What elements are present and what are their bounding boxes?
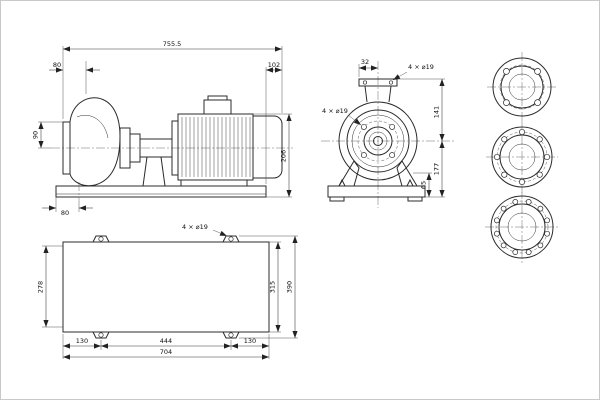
suction-bolt-hole [360, 152, 367, 159]
suction-bolt-hole [389, 152, 396, 159]
bearing-assembly [119, 127, 173, 187]
dim-label-32: 32 [361, 58, 369, 66]
front-view: 32 4 × ⌀19 4 × ⌀19 141 177 65 [321, 58, 456, 208]
baseplate-front [327, 178, 426, 202]
dim-label-315: 315 [269, 281, 277, 293]
dim-label-278: 278 [37, 281, 45, 293]
dim-label-206: 206 [280, 150, 288, 162]
dim-label-80-top: 80 [53, 61, 61, 69]
dim-label-90: 90 [32, 131, 40, 139]
plan-view: 4 × ⌀19 278 315 390 130 444 130 70 [37, 223, 298, 360]
baseplate-side [55, 182, 267, 201]
dim-label-704: 704 [160, 348, 172, 356]
motor-feet [180, 179, 248, 187]
motor-body [177, 113, 254, 181]
motor-fins [181, 117, 251, 177]
dim-label-141: 141 [433, 106, 441, 118]
dim-label-total-length: 755.5 [163, 40, 182, 48]
terminal-box [203, 99, 232, 115]
dim-label-177: 177 [433, 163, 441, 175]
motor-side [171, 95, 283, 187]
flange-view-top [487, 52, 557, 122]
plan-view-dimensions: 4 × ⌀19 278 315 390 130 444 130 70 [37, 223, 298, 360]
dim-label-80-bottom: 80 [61, 209, 69, 217]
terminal-box-lid [207, 95, 228, 101]
anchor-lug [406, 178, 414, 187]
holes-label-anchor: 4 × ⌀19 [182, 223, 208, 231]
dim-label-130-right: 130 [244, 337, 256, 345]
dim-label-65: 65 [420, 181, 428, 189]
volute-casing-side [69, 97, 121, 187]
volute-front [338, 101, 418, 181]
anchor-lug [338, 178, 346, 187]
shaft-end [373, 136, 383, 146]
front-view-dimensions: 32 4 × ⌀19 4 × ⌀19 141 177 65 [322, 58, 445, 198]
flange-bolt-hole [388, 80, 394, 85]
baseplate-plan [62, 241, 270, 333]
holes-label-suction: 4 × ⌀19 [322, 107, 348, 115]
anchor-tabs [92, 235, 240, 339]
dim-label-444: 444 [160, 337, 172, 345]
dim-label-390: 390 [286, 281, 294, 293]
bolt-circle [357, 120, 399, 162]
dim-label-130-left: 130 [76, 337, 88, 345]
suction-bolt-hole [360, 123, 367, 130]
side-view-dimensions: 755.5 80 102 90 206 80 [32, 40, 292, 217]
discharge-flange [358, 78, 398, 103]
flange-view-middle [486, 121, 558, 193]
side-view: 755.5 80 102 90 206 80 [32, 40, 293, 217]
support-foot [142, 156, 166, 187]
suction-bolt-hole [389, 123, 396, 130]
flange-view-bottom [485, 190, 559, 264]
flange-bolt-hole [362, 80, 368, 85]
fan-cover [253, 115, 283, 179]
holes-label-discharge: 4 × ⌀19 [408, 63, 434, 71]
dim-label-102: 102 [268, 61, 280, 69]
